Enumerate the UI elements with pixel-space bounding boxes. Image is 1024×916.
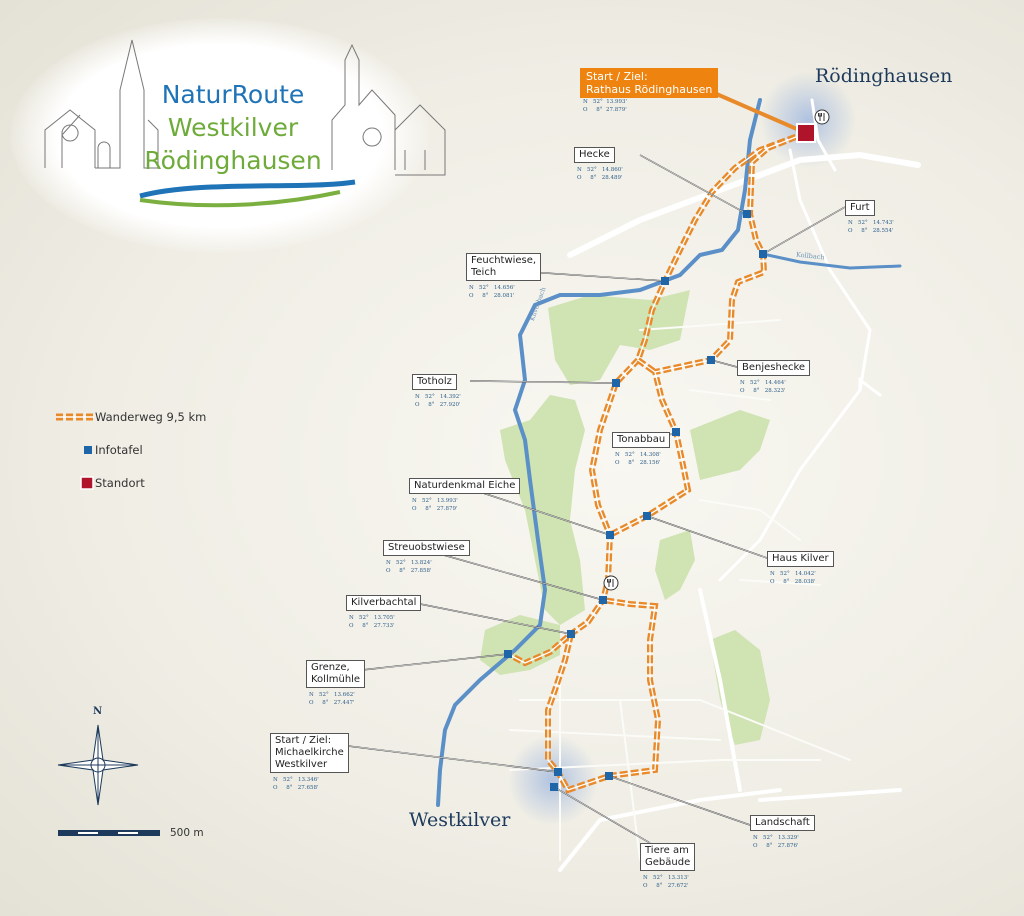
logo-line-3: Rödinghausen	[144, 146, 322, 175]
station-coordinates: N 52° 13.824' O 8° 27.858'	[386, 560, 432, 574]
station-label[interactable]: Tonabbau	[612, 432, 671, 448]
forest-areas	[480, 290, 770, 745]
station-label[interactable]: Start / Ziel: Michaelkirche Westkilver	[270, 733, 349, 773]
legend-label: Wanderweg 9,5 km	[95, 410, 207, 424]
info-board-marker[interactable]	[612, 379, 620, 387]
label-leader-lines	[339, 90, 846, 844]
legend-label: Standort	[95, 476, 145, 490]
info-board-marker[interactable]	[672, 428, 680, 436]
roads	[509, 98, 921, 872]
info-board-marker[interactable]	[567, 630, 575, 638]
town-label-roedinghausen: Rödinghausen	[815, 65, 953, 87]
legend-info-symbol	[84, 446, 92, 454]
station-label[interactable]: Feuchtwiese, Teich	[466, 253, 542, 281]
legend-label: Infotafel	[95, 443, 143, 457]
station-coordinates: N 52° 14.656' O 8° 28.081'	[469, 285, 515, 299]
info-board-marker[interactable]	[661, 277, 669, 285]
station-label[interactable]: Grenze, Kollmühle	[306, 660, 366, 688]
logo: NaturRoute Westkilver Rödinghausen	[138, 0, 328, 200]
station-coordinates: N 52° 14.743' O 8° 28.554'	[848, 220, 894, 234]
restaurant-icon	[814, 109, 830, 125]
leader-line	[711, 90, 807, 135]
church-sketch-right	[331, 43, 446, 176]
info-board-marker[interactable]	[707, 356, 715, 364]
info-board-marker[interactable]	[550, 783, 558, 791]
logo-swoosh-blue	[139, 179, 356, 199]
station-coordinates: N 52° 13.993' O 8° 27.879'	[412, 498, 458, 512]
scale-bar	[58, 830, 160, 836]
station-label[interactable]: Start / Ziel: Rathaus Rödinghausen	[580, 68, 719, 98]
station-label[interactable]: Totholz	[412, 374, 457, 390]
legend-item-location: Standort	[55, 476, 145, 490]
legend-item-info: Infotafel	[55, 443, 143, 457]
station-coordinates: N 52° 13.346' O 8° 27.658'	[273, 777, 319, 791]
info-board-marker[interactable]	[504, 650, 512, 658]
legend-item-route: Wanderweg 9,5 km	[55, 410, 206, 424]
station-coordinates: N 52° 14.464' O 8° 28.323'	[740, 380, 786, 394]
station-label[interactable]: Tiere am Gebäude	[640, 843, 696, 871]
logo-line-2: Westkilver	[167, 113, 299, 142]
station-coordinates: N 52° 13.313' O 8° 27.672'	[643, 875, 689, 889]
location-marker[interactable]	[796, 123, 816, 143]
station-label[interactable]: Streuobstwiese	[383, 540, 470, 556]
station-label[interactable]: Landschaft	[750, 815, 815, 831]
station-markers[interactable]	[504, 123, 816, 791]
info-board-marker[interactable]	[605, 772, 613, 780]
station-coordinates: N 52° 14.042' O 8° 28.038'	[770, 571, 816, 585]
station-label[interactable]: Naturdenkmal Eiche	[409, 478, 521, 494]
route-centerline	[507, 132, 807, 664]
logo-line-1: NaturRoute	[161, 80, 305, 109]
scale-label: 500 m	[170, 827, 204, 839]
info-board-marker[interactable]	[643, 512, 651, 520]
station-coordinates: N 52° 14.392' O 8° 27.920'	[415, 394, 461, 408]
station-coordinates: N 52° 14.860' O 8° 28.489'	[577, 167, 623, 181]
logo-background	[10, 18, 430, 253]
station-coordinates: N 52° 13.329' O 8° 27.876'	[753, 835, 799, 849]
compass-north-label: N	[93, 706, 103, 717]
route-centerline	[637, 359, 656, 373]
station-coordinates: N 52° 13.705' O 8° 27.733'	[349, 615, 395, 629]
station-label[interactable]: Haus Kilver	[767, 551, 834, 567]
town-glow-westkilver	[508, 735, 598, 825]
station-coordinates: N 52° 13.993' O 8° 27.879'	[583, 99, 628, 113]
restaurant-icon	[603, 575, 619, 591]
station-label[interactable]: Benjeshecke	[737, 360, 811, 376]
station-label[interactable]: Kilverbachtal	[346, 595, 422, 611]
info-board-marker[interactable]	[606, 531, 614, 539]
compass-rose-icon	[57, 724, 139, 806]
info-board-marker[interactable]	[759, 250, 767, 258]
info-board-marker[interactable]	[743, 210, 751, 218]
logo-swoosh-green	[139, 190, 341, 208]
route-centerline	[609, 132, 807, 536]
church-sketch-left	[44, 39, 159, 169]
rivers	[436, 98, 902, 807]
town-label-westkilver: Westkilver	[409, 809, 511, 831]
station-label[interactable]: Furt	[845, 200, 875, 216]
legend-location-symbol	[80, 476, 94, 490]
station-label[interactable]: Hecke	[574, 147, 615, 163]
station-coordinates: N 52° 13.662' O 8° 27.447'	[309, 692, 355, 706]
station-coordinates: N 52° 14.308' O 8° 28.156'	[615, 452, 661, 466]
info-board-marker[interactable]	[599, 596, 607, 604]
info-board-marker[interactable]	[554, 768, 562, 776]
